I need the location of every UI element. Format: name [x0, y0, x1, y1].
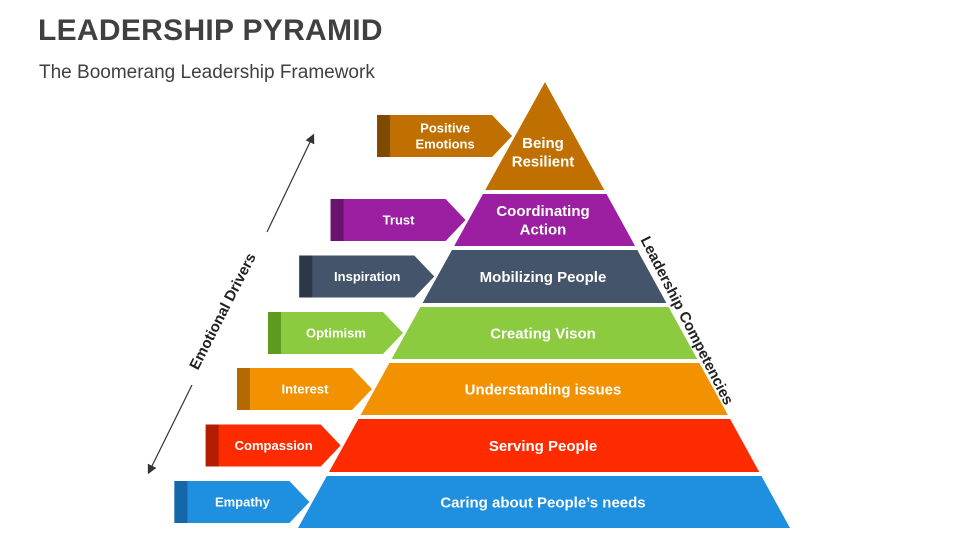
competency-label: Caring about People’s needs: [440, 494, 645, 511]
pyramid-band: [329, 419, 760, 472]
emotional-drivers-axis-arrow-down: [147, 384, 193, 475]
pyramid-level: Creating Vison: [391, 307, 698, 359]
driver-arrow-body: [174, 481, 310, 523]
driver-arrow-tab: [377, 115, 391, 157]
page-title: LEADERSHIP PYRAMID: [38, 14, 383, 47]
driver-arrow-tab: [330, 199, 344, 241]
competency-label: Creating Vison: [490, 325, 596, 342]
driver-arrow: Compassion: [205, 424, 341, 467]
competency-label: Serving People: [489, 438, 597, 455]
driver-arrow-tab: [299, 255, 313, 298]
driver-arrow-body: [330, 199, 466, 241]
driver-label: Empathy: [215, 495, 271, 510]
emotional-drivers-axis-arrow-up: [266, 133, 315, 233]
pyramid-band: [454, 194, 636, 246]
pyramid-band: [485, 82, 605, 190]
pyramid-band: [298, 476, 790, 528]
competency-label: Understanding issues: [465, 381, 622, 398]
driver-arrow: Optimism: [267, 312, 403, 354]
driver-label: Trust: [383, 213, 415, 228]
driver-label: Interest: [281, 382, 329, 397]
competency-label: Mobilizing People: [480, 269, 607, 286]
driver-arrow-tab: [267, 312, 281, 354]
pyramid-level: Serving People: [329, 419, 760, 472]
driver-arrow: Empathy: [174, 481, 310, 523]
pyramid-level: Caring about People’s needs: [298, 476, 790, 528]
driver-arrow-tab: [174, 481, 188, 523]
driver-arrow: Trust: [330, 199, 466, 241]
driver-arrow-body: [299, 255, 435, 298]
pyramid-band: [360, 363, 728, 415]
driver-label: Compassion: [235, 438, 313, 453]
driver-label: Optimism: [306, 326, 366, 341]
driver-arrow-body: [205, 424, 341, 467]
driver-arrow-body: [377, 115, 513, 157]
driver-label: Inspiration: [334, 269, 401, 284]
pyramid-band: [391, 307, 698, 359]
driver-arrow: Inspiration: [299, 255, 435, 298]
driver-arrow-tab: [236, 368, 250, 410]
page-subtitle: The Boomerang Leadership Framework: [39, 62, 375, 83]
pyramid-level: Understanding issues: [360, 363, 728, 415]
driver-arrow-body: [267, 312, 403, 354]
pyramid-level: Mobilizing People: [422, 250, 667, 303]
driver-arrow-tab: [205, 424, 219, 467]
driver-arrow-body: [236, 368, 372, 410]
pyramid-band: [422, 250, 667, 303]
driver-arrow: Interest: [236, 368, 372, 410]
